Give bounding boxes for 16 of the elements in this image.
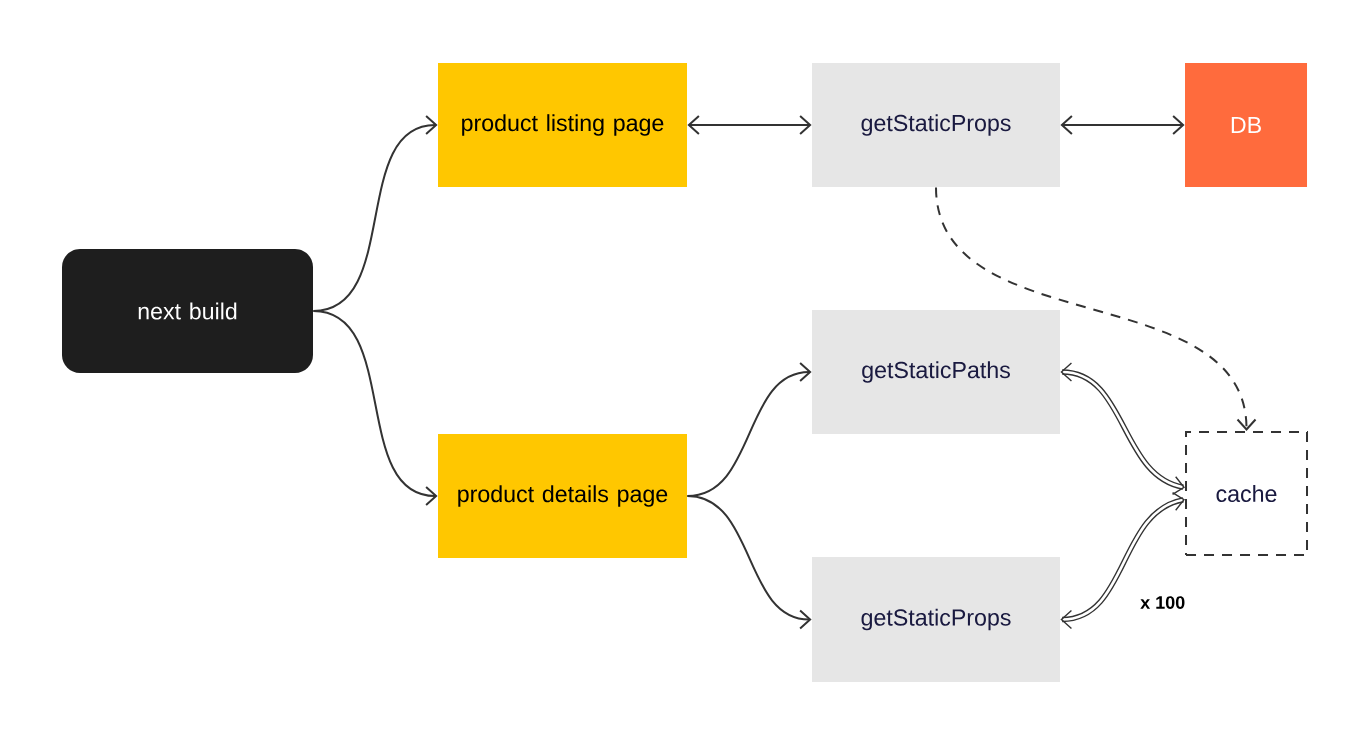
double-arrow <box>1060 491 1185 630</box>
edge-label: x 100 <box>1138 594 1188 611</box>
process-box: product details page <box>438 434 687 558</box>
process-box: getStaticProps <box>812 557 1060 682</box>
process-box: next build <box>62 249 313 373</box>
arrow <box>687 115 812 135</box>
process-box: product listing page <box>438 63 687 187</box>
arrow <box>686 495 812 630</box>
process-box: getStaticProps <box>812 63 1060 187</box>
dashed-arrow <box>935 186 1257 431</box>
arrow <box>312 310 438 506</box>
double-arrow <box>1060 362 1185 496</box>
process-box: cache <box>1185 431 1308 556</box>
process-box: getStaticPaths <box>812 310 1060 434</box>
process-box: DB <box>1185 63 1307 187</box>
arrow <box>1060 115 1185 135</box>
